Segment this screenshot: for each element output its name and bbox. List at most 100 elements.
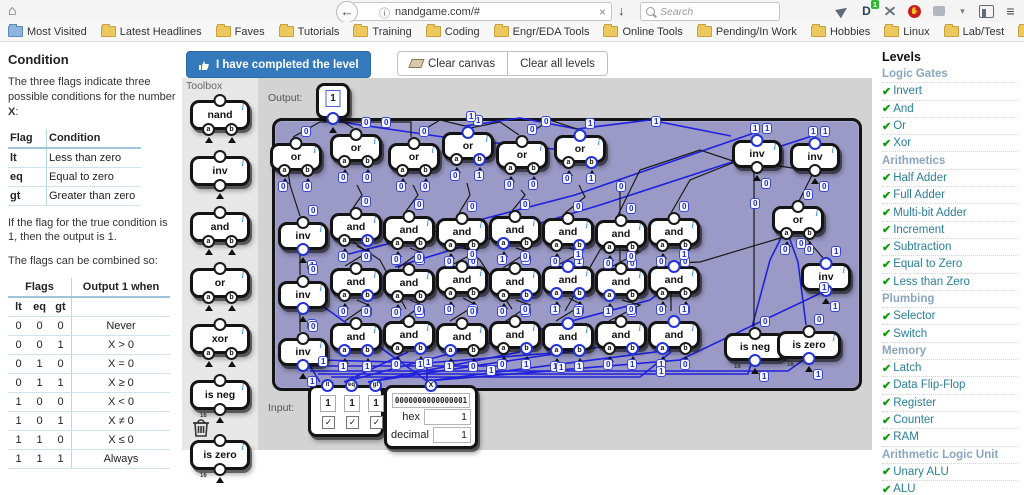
- output-port[interactable]: [508, 262, 522, 275]
- input-a-port[interactable]: a: [202, 347, 215, 360]
- level-item-unary-alu[interactable]: ✔Unary ALU: [882, 464, 1018, 482]
- output-port[interactable]: [289, 137, 303, 150]
- input-a-port[interactable]: a: [396, 164, 409, 177]
- input-b-port[interactable]: b: [361, 155, 374, 168]
- bookmark-latest-headlines[interactable]: Latest Headlines: [100, 24, 202, 38]
- input-a-port[interactable]: a: [497, 342, 510, 355]
- input-a-port[interactable]: a: [450, 153, 463, 166]
- level-item-switch[interactable]: ✔Switch: [882, 325, 1018, 343]
- output-port[interactable]: [407, 137, 421, 150]
- level-item-and[interactable]: ✔And: [882, 101, 1018, 118]
- gate-is-neg[interactable]: is negi1016: [724, 316, 786, 382]
- input-port[interactable]: [213, 179, 227, 192]
- input-a-port[interactable]: a: [656, 239, 669, 252]
- input-b-port[interactable]: b: [361, 344, 374, 357]
- input-a-port[interactable]: a: [278, 164, 291, 177]
- input-b-port[interactable]: b: [467, 287, 480, 300]
- input-b-port[interactable]: b: [527, 162, 540, 175]
- level-item-full-adder[interactable]: ✔Full Adder: [882, 187, 1018, 205]
- output-port[interactable]: [561, 260, 575, 273]
- level-item-counter[interactable]: ✔Counter: [882, 412, 1018, 430]
- output-port[interactable]: [515, 135, 529, 148]
- input-a-port[interactable]: a: [391, 237, 404, 250]
- level-item-ram[interactable]: ✔RAM: [882, 429, 1018, 447]
- tools-icon[interactable]: [883, 4, 898, 19]
- downloads-icon[interactable]: ↓: [618, 3, 625, 18]
- clear-canvas-button[interactable]: Clear canvas: [397, 51, 509, 76]
- level-item-or[interactable]: ✔Or: [882, 118, 1018, 136]
- input-a-port[interactable]: a: [497, 289, 510, 302]
- bookmark-linux[interactable]: Linux: [884, 24, 930, 38]
- level-item-subtraction[interactable]: ✔Subtraction: [882, 239, 1018, 257]
- x-binary-value[interactable]: 0000000000000001: [392, 393, 470, 408]
- output-port[interactable]: [508, 210, 522, 223]
- input-a-port[interactable]: a: [550, 287, 563, 300]
- output-port[interactable]: [573, 129, 587, 142]
- input-a-port[interactable]: a: [497, 237, 510, 250]
- output-port[interactable]: [213, 434, 227, 447]
- input-port[interactable]: [296, 302, 310, 315]
- bookmark-online-tools[interactable]: Online Tools: [603, 24, 683, 38]
- adblock-icon[interactable]: ✋: [907, 4, 922, 19]
- output-port[interactable]: [667, 260, 681, 273]
- input-b-port[interactable]: b: [626, 289, 639, 302]
- send-tab-icon[interactable]: [835, 3, 850, 19]
- input-a-port[interactable]: a: [338, 155, 351, 168]
- output-port[interactable]: [213, 150, 227, 163]
- input-b-port[interactable]: b: [626, 342, 639, 355]
- gate-and[interactable]: andiab111: [542, 306, 594, 372]
- output-port[interactable]: [748, 327, 762, 340]
- input-b-port[interactable]: b: [225, 291, 238, 304]
- input-a-port[interactable]: a: [338, 344, 351, 357]
- input-a-port[interactable]: a: [444, 287, 457, 300]
- level-item-half-adder[interactable]: ✔Half Adder: [882, 170, 1018, 188]
- output-port[interactable]: [326, 112, 340, 125]
- input-a-port[interactable]: a: [202, 123, 215, 136]
- bookmark-lab-test[interactable]: Lab/Test: [943, 24, 1004, 38]
- output-port[interactable]: [802, 325, 816, 338]
- level-item-data-flip-flop[interactable]: ✔Data Flip-Flop: [882, 377, 1018, 395]
- input-a-port[interactable]: a: [780, 227, 793, 240]
- input-a-port[interactable]: a: [603, 342, 616, 355]
- input-b-port[interactable]: b: [679, 342, 692, 355]
- url-text[interactable]: nandgame.com/#: [395, 6, 480, 18]
- input-a-port[interactable]: a: [444, 239, 457, 252]
- flag-port-lt[interactable]: lt: [321, 379, 334, 392]
- bookmark-tutorials[interactable]: Tutorials: [278, 24, 339, 38]
- bookmark-pending-in-work[interactable]: Pending/In Work: [696, 24, 797, 38]
- input-b-port[interactable]: b: [414, 342, 427, 355]
- back-icon[interactable]: ←: [336, 1, 358, 23]
- output-port[interactable]: [213, 318, 227, 331]
- input-port[interactable]: [296, 359, 310, 372]
- output-port[interactable]: [461, 126, 475, 139]
- trash-icon[interactable]: [192, 418, 210, 441]
- input-a-port[interactable]: a: [656, 342, 669, 355]
- bookmark-coding[interactable]: Coding: [425, 24, 480, 38]
- output-port[interactable]: [402, 263, 416, 276]
- hex-field[interactable]: 1: [424, 408, 471, 425]
- input-b-port[interactable]: b: [225, 347, 238, 360]
- input-b-port[interactable]: b: [473, 153, 486, 166]
- input-port[interactable]: [213, 403, 227, 416]
- bookmark-micros-emu[interactable]: Micros/Emu: [1018, 24, 1024, 38]
- output-port[interactable]: [349, 207, 363, 220]
- output-port[interactable]: [561, 317, 575, 330]
- output-port[interactable]: [819, 257, 833, 270]
- input-b-port[interactable]: b: [573, 287, 586, 300]
- input-b-port[interactable]: b: [573, 344, 586, 357]
